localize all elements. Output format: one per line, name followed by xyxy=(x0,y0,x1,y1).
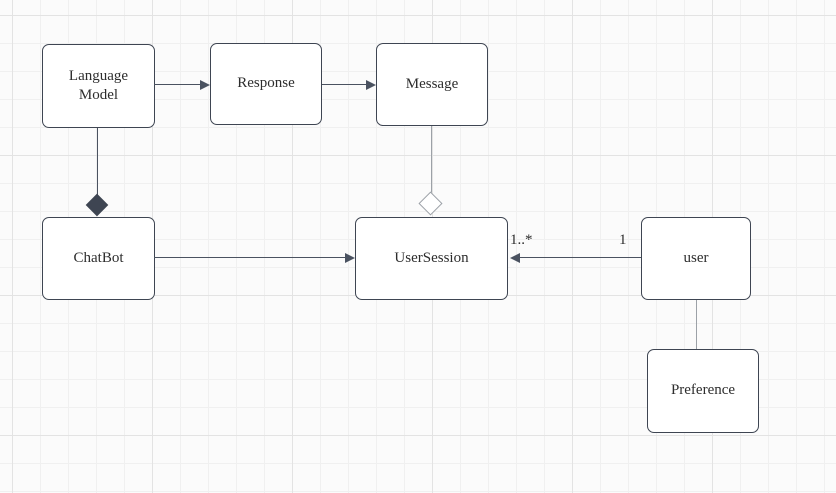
arrowhead-right-icon xyxy=(366,80,376,90)
node-label: Language Model xyxy=(68,67,129,104)
node-user-session[interactable]: UserSession xyxy=(355,217,508,300)
edge-languagemodel-response[interactable] xyxy=(154,84,201,85)
edge-chatbot-usersession[interactable] xyxy=(154,257,346,258)
arrowhead-right-icon xyxy=(200,80,210,90)
composition-diamond-icon xyxy=(85,193,109,217)
node-language-model[interactable]: Language Model xyxy=(42,44,155,128)
node-label: ChatBot xyxy=(73,249,124,266)
node-response[interactable]: Response xyxy=(210,43,322,125)
edge-response-message[interactable] xyxy=(322,84,367,85)
node-label: Message xyxy=(405,75,459,92)
edge-user-usersession[interactable] xyxy=(520,257,641,258)
node-message[interactable]: Message xyxy=(376,43,488,126)
edge-user-preference[interactable] xyxy=(696,300,697,349)
node-preference[interactable]: Preference xyxy=(647,349,759,433)
node-chatbot[interactable]: ChatBot xyxy=(42,217,155,300)
arrowhead-left-icon xyxy=(510,253,520,263)
arrowhead-right-icon xyxy=(345,253,355,263)
edge-languagemodel-chatbot[interactable] xyxy=(97,128,98,197)
aggregation-diamond-icon xyxy=(418,191,443,216)
node-label: user xyxy=(683,249,709,266)
node-user[interactable]: user xyxy=(641,217,751,300)
node-label: Response xyxy=(237,75,295,92)
node-label: Preference xyxy=(670,382,736,399)
node-label: UserSession xyxy=(394,249,469,266)
multiplicity-label-source: 1 xyxy=(619,232,627,248)
multiplicity-label-target: 1..* xyxy=(510,232,533,248)
edge-message-usersession[interactable] xyxy=(431,126,432,196)
